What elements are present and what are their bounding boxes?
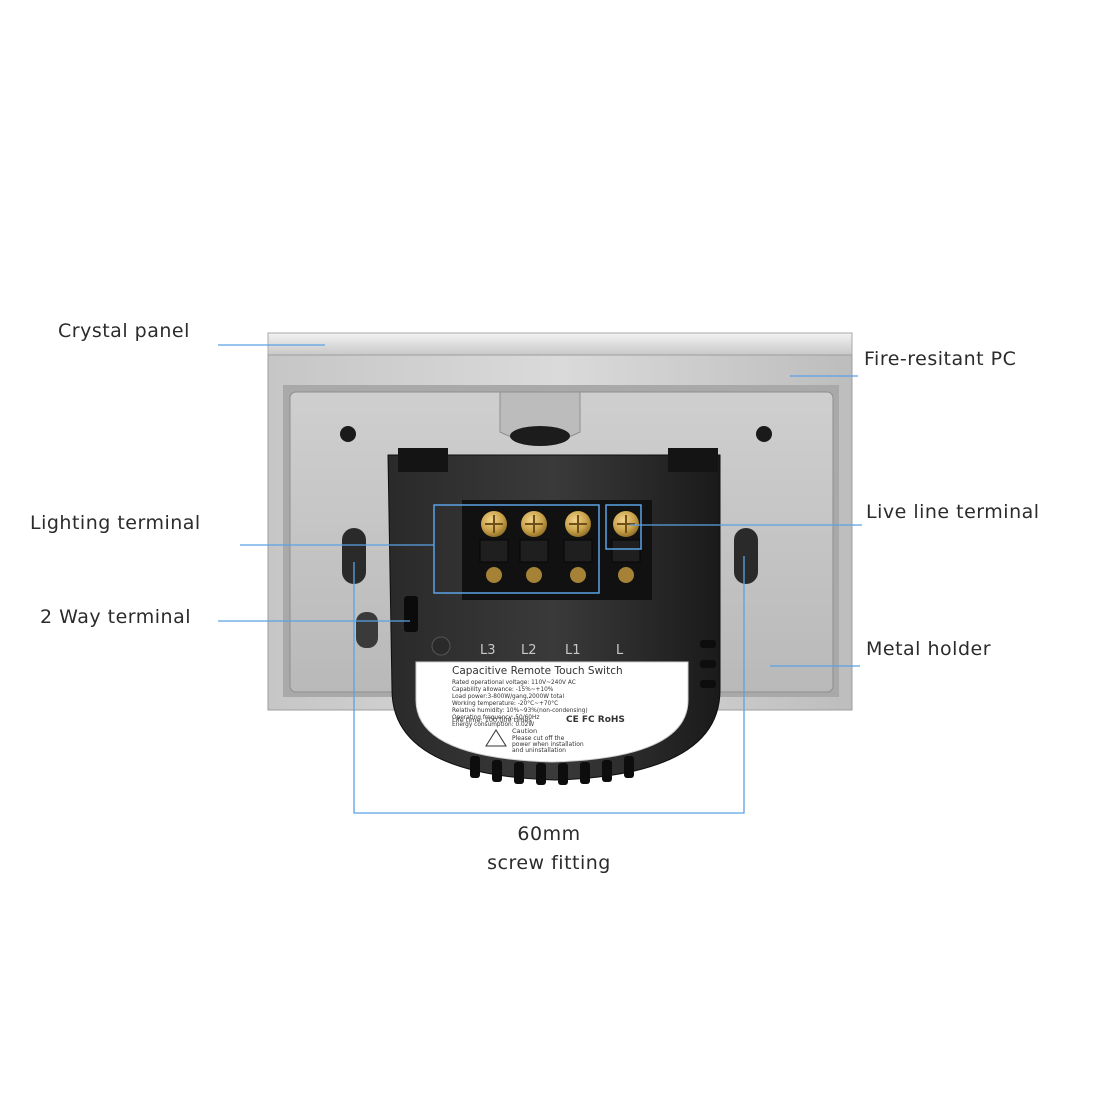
warning-triangle-icon xyxy=(485,729,507,747)
terminal-label-l2: L2 xyxy=(521,643,537,658)
label-title: Capacitive Remote Touch Switch xyxy=(452,665,623,677)
label-spec: Relative humidity: 10%~93%(non-condensin… xyxy=(452,708,588,714)
terminal-label-l3: L3 xyxy=(480,643,496,658)
live-terminal-box xyxy=(605,504,642,550)
label-fire-resistant-pc: Fire-resitant PC xyxy=(864,348,1017,370)
leader-lines xyxy=(218,344,862,814)
screw-hole xyxy=(340,426,356,442)
label-spec: Working temperature: -20°C~+70°C xyxy=(452,701,558,707)
mounting-slot-right xyxy=(734,528,758,584)
label-spec: Operating frequency: 50/60Hz xyxy=(452,715,539,721)
screw-hole xyxy=(756,426,772,442)
label-crystal-panel: Crystal panel xyxy=(58,320,190,342)
caution-title: Caution xyxy=(512,727,537,735)
certification-marks: CE FC RoHS xyxy=(566,715,625,725)
mounting-slot-left xyxy=(342,528,366,584)
caution-line: power when installation xyxy=(512,741,584,748)
terminal-label-l: L xyxy=(616,643,624,658)
two-way-connector xyxy=(404,596,418,632)
label-spec: Capability allowance: -15%~+10% xyxy=(452,687,554,693)
caution-line: Please cut off the xyxy=(512,735,565,742)
label-metal-holder: Metal holder xyxy=(866,638,992,660)
label-live-line-terminal: Live line terminal xyxy=(866,501,1040,523)
terminal-label-l1: L1 xyxy=(565,643,581,658)
terminal-screws xyxy=(479,511,641,583)
caution-line: and uninstallation xyxy=(512,747,566,754)
label-spec: Rated operational voltage: 110V~240V AC xyxy=(452,680,576,686)
label-two-way-terminal: 2 Way terminal xyxy=(40,606,191,628)
label-spec: Energy consumption: 0.02W xyxy=(452,722,534,728)
crystal-panel xyxy=(267,332,853,356)
label-spec: Load power:3-800W/gang,2000W total xyxy=(452,694,564,700)
product-label-sticker xyxy=(415,661,689,763)
label-lighting-terminal: Lighting terminal xyxy=(30,512,201,534)
lighting-terminal-box xyxy=(433,504,600,594)
label-life-time: Life time: 100,000 times xyxy=(452,716,532,724)
dimension-value: 60mm xyxy=(517,823,581,845)
dimension-caption: screw fitting xyxy=(487,852,611,874)
